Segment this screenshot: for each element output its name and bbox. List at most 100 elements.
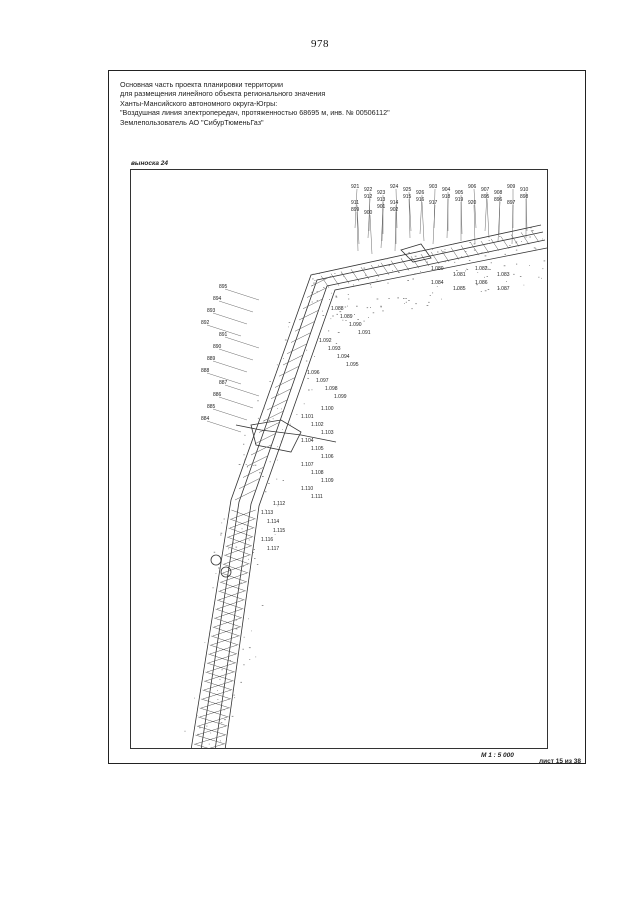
scatter-mark xyxy=(241,528,243,530)
hatch-line xyxy=(470,243,480,256)
scatter-mark xyxy=(466,268,467,270)
hatch-line xyxy=(370,264,380,278)
page-number: 978 xyxy=(311,38,329,50)
scatter-mark xyxy=(334,273,336,274)
scatter-mark xyxy=(276,364,278,366)
scatter-mark xyxy=(356,305,358,307)
scatter-mark xyxy=(266,446,268,448)
scatter-mark xyxy=(262,476,264,477)
scatter-mark xyxy=(219,678,221,680)
scatter-mark xyxy=(505,288,507,290)
scatter-mark xyxy=(277,505,279,507)
hatch-line xyxy=(205,671,234,682)
scatter-mark xyxy=(405,301,407,303)
point-label-left: 887 xyxy=(219,380,228,386)
scatter-mark xyxy=(354,314,355,315)
corridor-boundary xyxy=(190,224,547,748)
scatter-mark xyxy=(219,599,221,601)
scatter-mark xyxy=(466,269,469,270)
scatter-mark xyxy=(233,694,235,696)
scatter-mark xyxy=(206,725,208,727)
scatter-mark xyxy=(365,274,367,276)
scatter-mark xyxy=(244,459,246,461)
scatter-mark xyxy=(419,250,422,252)
scatter-mark xyxy=(240,681,242,683)
leader-line xyxy=(356,204,360,245)
leader-line xyxy=(486,198,490,239)
scatter-mark xyxy=(257,417,259,419)
leader-line xyxy=(218,396,254,409)
scatter-mark xyxy=(196,715,198,716)
scatter-mark xyxy=(486,276,488,277)
scatter-mark xyxy=(246,466,248,468)
scatter-mark xyxy=(223,709,225,711)
scatter-mark xyxy=(329,299,330,300)
point-label-upper: 918 xyxy=(442,194,451,200)
point-label-inner: 1.096 xyxy=(307,370,320,376)
scatter-mark xyxy=(283,358,284,359)
scatter-mark xyxy=(380,305,382,307)
scatter-mark xyxy=(235,628,238,630)
point-label-inner: 1.110 xyxy=(301,486,313,492)
point-label-upper: 917 xyxy=(429,200,438,206)
hatch-line xyxy=(212,626,240,637)
point-label-inner: 1.113 xyxy=(261,510,273,516)
hatch-line xyxy=(228,527,254,538)
scatter-mark xyxy=(469,242,472,243)
leader-line xyxy=(212,312,248,325)
scatter-mark xyxy=(490,262,492,264)
scatter-mark xyxy=(255,656,257,658)
scatter-mark xyxy=(530,227,532,229)
scatter-mark xyxy=(380,306,382,308)
scatter-mark xyxy=(184,730,186,732)
scatter-mark xyxy=(222,686,224,688)
junction-structure xyxy=(235,243,432,453)
scatter-mark xyxy=(453,250,456,252)
point-label-inner: 1.115 xyxy=(273,528,285,534)
leader-line xyxy=(380,208,384,249)
scatter-mark xyxy=(516,241,518,243)
scatter-mark xyxy=(257,400,259,402)
scatter-mark xyxy=(543,260,546,262)
corridor-hatching xyxy=(193,230,540,748)
scatter-mark xyxy=(243,454,245,456)
scatter-mark xyxy=(274,534,276,535)
scatter-mark xyxy=(369,284,372,286)
point-label-left: 889 xyxy=(207,356,216,362)
scatter-mark xyxy=(386,258,388,260)
scatter-mark xyxy=(229,660,231,661)
hatch-line xyxy=(209,644,238,655)
point-label-inner: 1.109 xyxy=(321,478,334,484)
scatter-mark xyxy=(312,278,314,280)
scatter-mark xyxy=(363,320,365,322)
scatter-mark xyxy=(477,272,479,273)
scatter-mark xyxy=(221,669,223,671)
point-label-upper: 912 xyxy=(364,194,373,200)
scatter-mark xyxy=(281,408,282,410)
scatter-mark xyxy=(481,252,484,254)
scatter-mark xyxy=(314,280,316,281)
leader-line xyxy=(206,372,242,385)
scatter-mark xyxy=(401,258,403,260)
point-label-upper: 925 xyxy=(403,187,412,193)
scatter-mark xyxy=(279,383,281,385)
scatter-mark xyxy=(461,256,463,258)
point-label-upper: 909 xyxy=(507,184,516,190)
scatter-mark xyxy=(488,243,489,244)
scatter-mark xyxy=(322,315,325,316)
scatter-mark xyxy=(538,276,540,278)
scatter-mark xyxy=(444,261,446,263)
scatter-mark xyxy=(264,420,266,422)
point-label-inner: 1.085 xyxy=(453,286,466,292)
leader-line xyxy=(224,384,260,397)
hatch-line xyxy=(201,698,231,709)
scatter-mark xyxy=(542,238,543,240)
scatter-mark xyxy=(363,267,366,269)
scatter-mark xyxy=(278,393,279,395)
scatter-mark xyxy=(487,289,490,290)
scatter-mark xyxy=(455,274,457,275)
scatter-mark xyxy=(199,727,201,729)
hatch-line xyxy=(218,590,245,601)
scatter-mark xyxy=(420,271,421,272)
leader-line xyxy=(224,288,260,301)
